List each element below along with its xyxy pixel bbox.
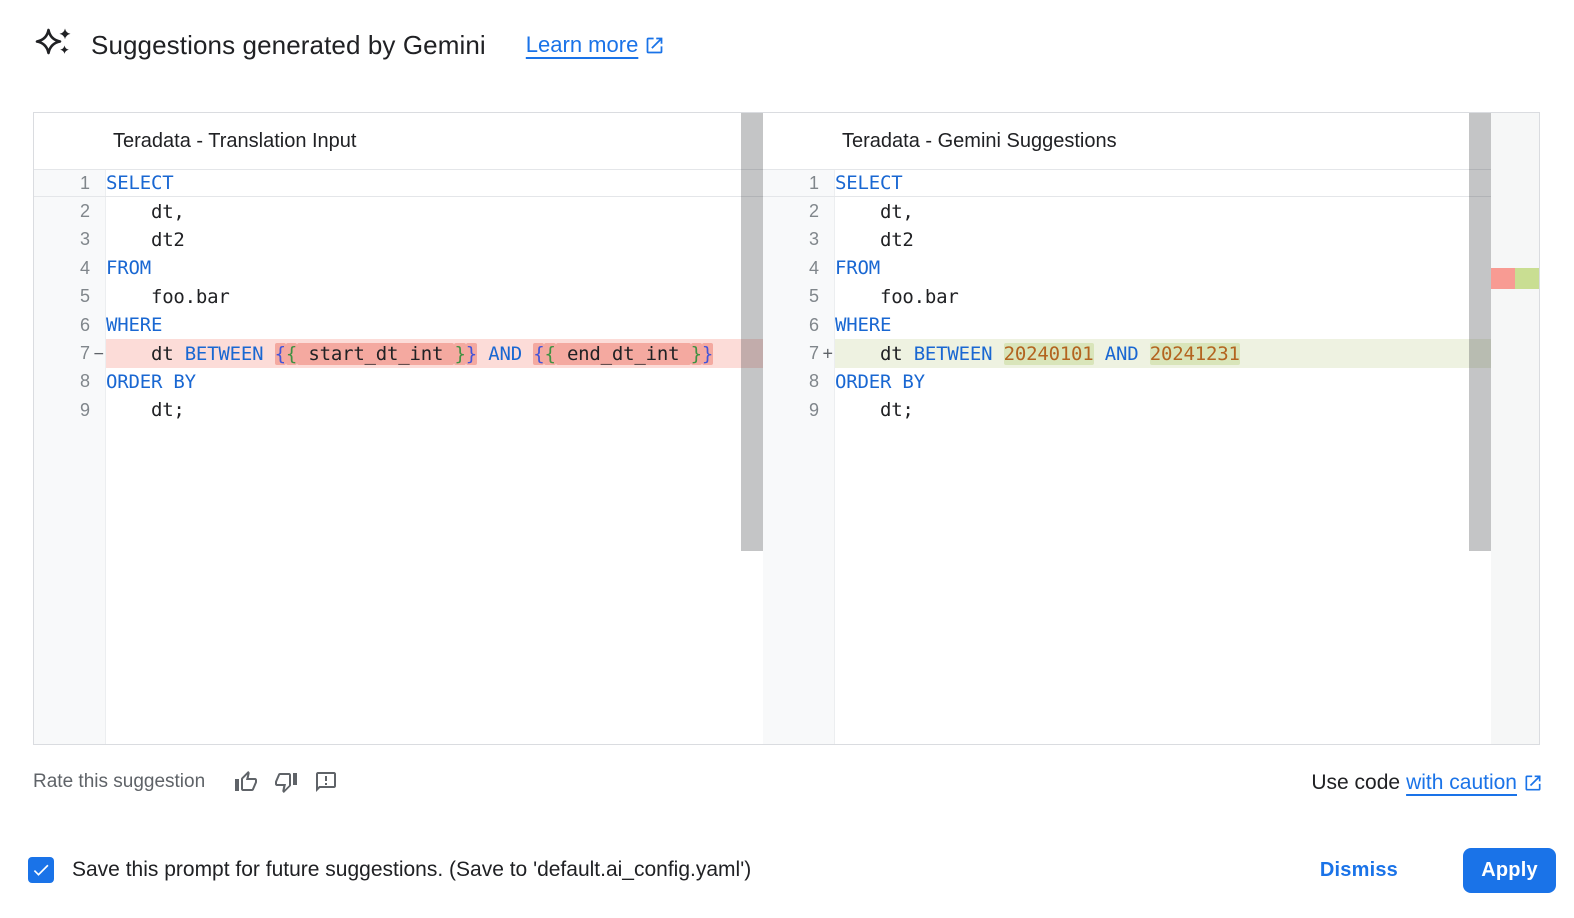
ruler-added-mark <box>1515 268 1539 289</box>
line-number: 9 <box>808 399 819 420</box>
code-line-1[interactable]: 1 SELECT <box>763 169 1539 197</box>
line-number: 2 <box>79 201 90 222</box>
line-number: 3 <box>79 229 90 250</box>
code-line-2[interactable]: 2 dt, <box>763 197 1539 225</box>
panel-header: Teradata - Translation Input <box>34 113 763 169</box>
code-line-7-added[interactable]: 7+ dt BETWEEN 20240101 AND 20241231 <box>763 339 1539 368</box>
thumbs-down-button[interactable] <box>273 769 299 795</box>
code-text[interactable]: SELECT <box>835 172 903 195</box>
line-number: 4 <box>79 257 90 278</box>
dismiss-button[interactable]: Dismiss <box>1296 848 1422 893</box>
code-line-1[interactable]: 1 SELECT <box>34 169 763 197</box>
code-text[interactable]: dt2 <box>106 228 185 251</box>
code-line-3[interactable]: 3 dt2 <box>763 226 1539 254</box>
rating-row: Rate this suggestion <box>33 769 353 795</box>
header: Suggestions generated by Gemini Learn mo… <box>35 26 665 64</box>
gemini-sparkle-icon <box>35 28 71 55</box>
feedback-button[interactable] <box>313 769 339 795</box>
line-number: 9 <box>79 399 90 420</box>
learn-more-link[interactable]: Learn more <box>526 32 666 58</box>
scrollbar-thumb[interactable] <box>741 113 763 551</box>
with-caution-link[interactable]: with caution <box>1406 771 1517 794</box>
line-number: 5 <box>79 286 90 307</box>
scrollbar-thumb[interactable] <box>1469 113 1491 551</box>
page-title: Suggestions generated by Gemini <box>91 29 486 60</box>
line-number-gutter <box>763 169 835 744</box>
code-line-7-removed[interactable]: 7− dt BETWEEN {{ start_dt_int }} AND {{ … <box>34 339 763 368</box>
rate-label: Rate this suggestion <box>33 771 206 792</box>
panel-title: Teradata - Translation Input <box>113 129 357 152</box>
footer-bar: Save this prompt for future suggestions.… <box>0 846 1574 900</box>
code-line-2[interactable]: 2 dt, <box>34 197 763 225</box>
line-number: 4 <box>808 257 819 278</box>
code-text[interactable]: dt; <box>106 399 185 422</box>
external-link-icon <box>1525 775 1541 791</box>
diff-sign: + <box>822 343 833 364</box>
code-text[interactable]: dt, <box>835 200 914 223</box>
code-line-4[interactable]: 4 FROM <box>34 254 763 282</box>
thumbs-up-icon <box>235 771 258 791</box>
code-text[interactable]: FROM <box>106 257 151 280</box>
code-text[interactable]: dt; <box>835 399 914 422</box>
line-number: 5 <box>808 286 819 307</box>
code-text[interactable]: WHERE <box>835 314 892 337</box>
ruler-removed-mark <box>1491 268 1515 289</box>
code-text[interactable]: dt, <box>106 200 185 223</box>
code-line-8[interactable]: 8 ORDER BY <box>34 368 763 396</box>
line-number: 8 <box>808 371 819 392</box>
code-line-6[interactable]: 6 WHERE <box>763 311 1539 339</box>
line-number: 8 <box>79 371 90 392</box>
code-line-5[interactable]: 5 foo.bar <box>34 283 763 311</box>
check-icon <box>33 864 49 876</box>
line-number: 2 <box>808 201 819 222</box>
diff-overview-ruler <box>1491 113 1539 744</box>
code-line-4[interactable]: 4 FROM <box>763 254 1539 282</box>
code-line-9[interactable]: 9 dt; <box>34 396 763 424</box>
code-text[interactable]: ORDER BY <box>106 370 196 393</box>
code-text[interactable]: foo.bar <box>106 285 230 308</box>
code-text[interactable]: SELECT <box>106 172 174 195</box>
code-text[interactable]: foo.bar <box>835 285 959 308</box>
code-text[interactable]: dt BETWEEN {{ start_dt_int }} AND {{ end… <box>106 339 763 368</box>
line-number-gutter <box>34 169 106 744</box>
line-number: 6 <box>808 314 819 335</box>
code-line-8[interactable]: 8 ORDER BY <box>763 368 1539 396</box>
use-code-text: Use code <box>1311 771 1401 794</box>
code-line-5[interactable]: 5 foo.bar <box>763 283 1539 311</box>
feedback-icon <box>316 772 337 792</box>
code-text[interactable]: ORDER BY <box>835 370 925 393</box>
external-link-icon <box>646 37 663 53</box>
code-text[interactable]: dt2 <box>835 228 914 251</box>
line-number: 3 <box>808 229 819 250</box>
thumbs-down-icon <box>275 773 298 793</box>
code-text[interactable]: dt BETWEEN 20240101 AND 20241231 <box>835 339 1539 368</box>
line-number: 1 <box>79 172 90 193</box>
panel-header: Teradata - Gemini Suggestions <box>763 113 1539 169</box>
line-number: 7+ <box>808 343 833 364</box>
line-number: 6 <box>79 314 90 335</box>
code-line-6[interactable]: 6 WHERE <box>34 311 763 339</box>
code-text[interactable]: FROM <box>835 257 880 280</box>
code-line-3[interactable]: 3 dt2 <box>34 226 763 254</box>
save-prompt-label: Save this prompt for future suggestions.… <box>72 858 752 881</box>
line-number: 7− <box>79 343 104 364</box>
code-text[interactable]: WHERE <box>106 314 163 337</box>
diff-sign: − <box>93 343 104 364</box>
thumbs-up-button[interactable] <box>233 769 259 795</box>
line-number: 1 <box>808 172 819 193</box>
save-prompt-checkbox[interactable] <box>28 857 54 883</box>
apply-button[interactable]: Apply <box>1463 848 1556 893</box>
panel-title: Teradata - Gemini Suggestions <box>842 129 1117 152</box>
use-code-caution: Use code with caution <box>1311 771 1543 795</box>
code-line-9[interactable]: 9 dt; <box>763 396 1539 424</box>
